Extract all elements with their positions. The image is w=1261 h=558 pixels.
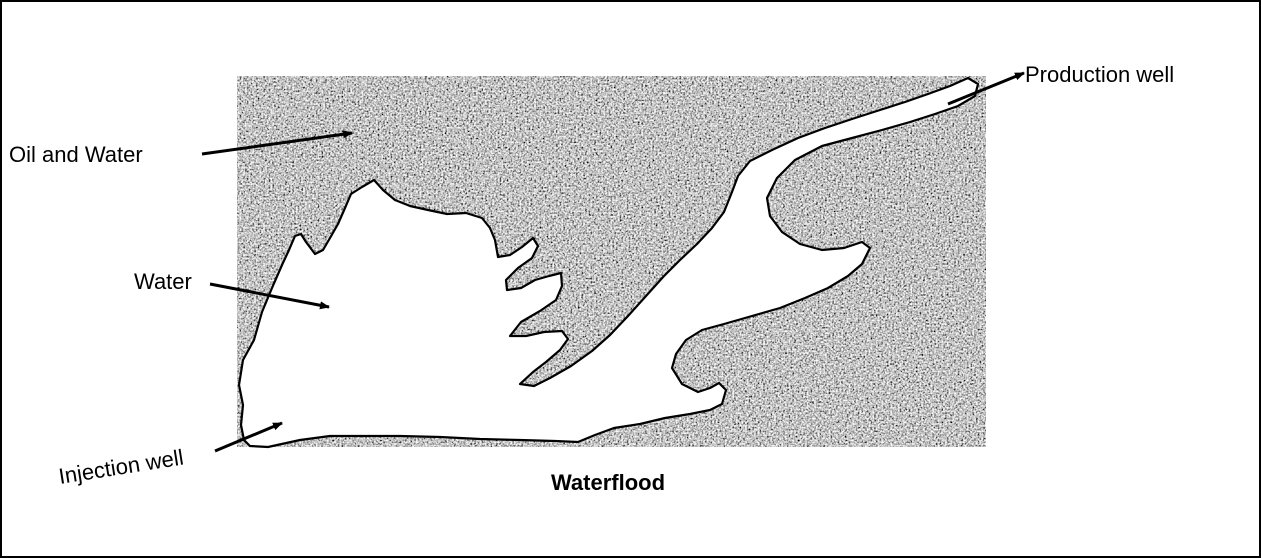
injection-well-label: Injection well [57,445,185,489]
water-label: Water [134,269,192,294]
production-well-label: Production well [1025,62,1174,87]
figure-caption: Waterflood [551,470,665,495]
oil-and-water-label: Oil and Water [9,142,143,167]
